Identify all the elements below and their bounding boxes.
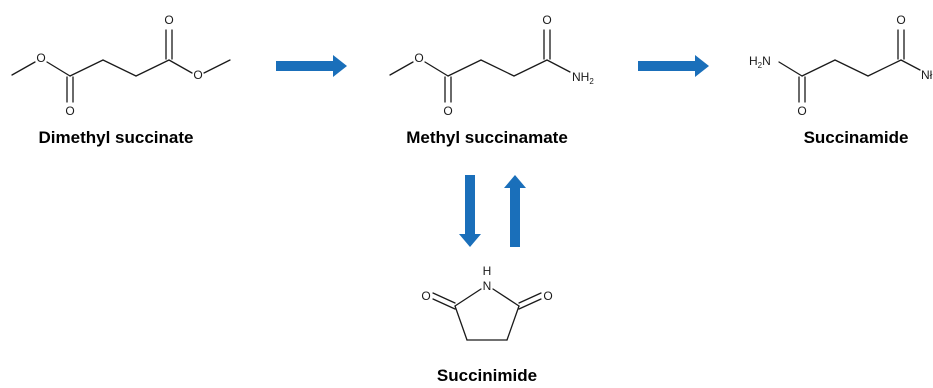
- atom-n-right: Nł: [921, 68, 933, 82]
- atom-nh: NH: [572, 70, 589, 84]
- arrow-dimethyl-to-methyl: [276, 55, 347, 77]
- atom-o-bottom: O: [797, 104, 806, 118]
- methyl-succinamate-structure: O O O NH2: [389, 13, 594, 118]
- compound-name-succinamide: Succinamide: [804, 128, 909, 147]
- atom-o-ester: O: [414, 51, 423, 65]
- atom-h: H: [749, 54, 758, 68]
- atom-o-left: O: [36, 51, 45, 65]
- atom-o-right: O: [193, 68, 202, 82]
- succinamide-structure: H2N O O Nł: [749, 13, 933, 118]
- atom-h: H: [483, 264, 492, 278]
- atom-o-top: O: [896, 13, 905, 27]
- arrow-methyl-to-succinamide: [638, 55, 709, 77]
- atom-o-carbonyl: O: [443, 104, 452, 118]
- atom-nh2-subscript: 2: [589, 77, 594, 86]
- compound-name-succinimide: Succinimide: [437, 366, 537, 385]
- arrow-succinimide-to-methyl: [504, 175, 526, 247]
- atom-n: N: [483, 279, 492, 293]
- succinimide-structure: H N O O: [421, 264, 553, 341]
- compound-name-methyl-succinamate: Methyl succinamate: [406, 128, 568, 147]
- atom-nh2: NH2: [572, 70, 594, 86]
- atom-h2n-subscript: 2: [758, 61, 763, 70]
- atom-o-bottom: O: [65, 104, 74, 118]
- atom-o-right: O: [543, 289, 552, 303]
- atom-o-left: O: [421, 289, 430, 303]
- atom-h2n: H2N: [749, 54, 771, 70]
- arrow-methyl-to-succinimide: [459, 175, 481, 247]
- atom-n-left: N: [762, 54, 771, 68]
- atom-o-amide: O: [542, 13, 551, 27]
- compound-name-dimethyl-succinate: Dimethyl succinate: [39, 128, 194, 147]
- atom-o-top: O: [164, 13, 173, 27]
- dimethyl-succinate-structure: O O O O: [11, 13, 231, 118]
